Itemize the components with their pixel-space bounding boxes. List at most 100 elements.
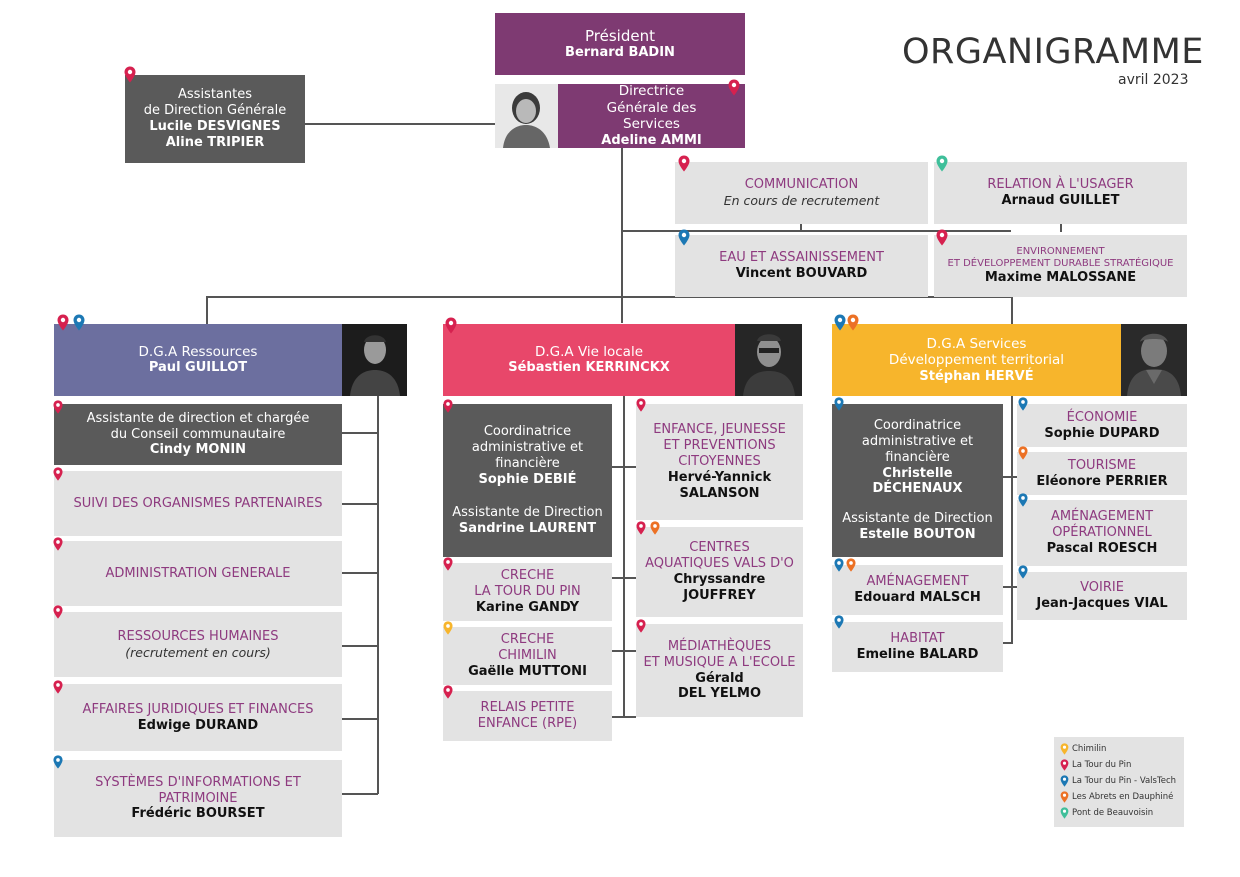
service-title: VOIRIE: [1080, 580, 1124, 596]
service-name: Gaëlle MUTTONI: [468, 663, 587, 679]
service-name: Emeline BALARD: [856, 647, 979, 662]
location-pin-icon: [636, 521, 646, 535]
enfance-jeunesse: ENFANCE, JEUNESSE ET PREVENTIONS CITOYEN…: [636, 404, 803, 520]
connector: [342, 645, 378, 647]
environnement-title: ENVIRONNEMENT: [1016, 245, 1105, 257]
coord-title: financière: [885, 449, 950, 465]
location-pin-icon: [124, 66, 136, 83]
environnement-box: ENVIRONNEMENT ET DÉVELOPPEMENT DURABLE S…: [934, 235, 1187, 297]
service-title: SUIVI DES ORGANISMES PARTENAIRES: [73, 495, 323, 511]
service-title: CENTRES: [689, 540, 750, 556]
tourisme-box: TOURISME Eléonore PERRIER: [1017, 452, 1187, 495]
connector: [342, 503, 378, 505]
location-pin-icon: [53, 537, 63, 551]
service-name: Pascal ROESCH: [1046, 540, 1158, 556]
service-administration: ADMINISTRATION GENERALE: [54, 541, 342, 606]
assistantes-name: Aline TRIPIER: [165, 134, 265, 150]
connector: [342, 572, 378, 574]
connector: [1003, 476, 1017, 478]
service-si-patrimoine: SYSTÈMES D'INFORMATIONS ET PATRIMOINE Fr…: [54, 760, 342, 837]
service-title: HABITAT: [890, 631, 945, 647]
location-pin-icon: [443, 399, 453, 413]
dga-services-title: D.G.A Services: [926, 335, 1027, 352]
dga-ressources-photo: [342, 324, 407, 396]
service-title: AMÉNAGEMENT: [1050, 509, 1154, 525]
centres-aquatiques: CENTRES AQUATIQUES VALS D'O Chryssandre …: [636, 527, 803, 617]
service-name: Frédéric BOURSET: [131, 806, 265, 822]
dgs-name: Adeline AMMI: [601, 132, 702, 148]
service-title: RELAIS PETITE: [480, 700, 575, 716]
service-title: TOURISME: [1067, 457, 1137, 473]
president-name: Bernard BADIN: [565, 45, 675, 61]
connector: [1003, 586, 1017, 588]
location-pin-icon: [53, 755, 63, 769]
services-coordination-box: Coordinatrice administrative et financiè…: [832, 404, 1003, 557]
communication-note: En cours de recrutement: [723, 193, 880, 209]
creche-chimilin: CRECHE CHIMILIN Gaëlle MUTTONI: [443, 627, 612, 685]
mediatheques: MÉDIATHÈQUES ET MUSIQUE A L'ECOLE Gérald…: [636, 624, 803, 717]
connector: [621, 230, 1011, 232]
dgs-box: Directrice Générale des Services Adeline…: [558, 83, 745, 148]
location-pin-icon: [53, 400, 63, 414]
service-title: ET PREVENTIONS: [663, 438, 776, 454]
dga-ressources-box: D.G.A Ressources Paul GUILLOT: [54, 324, 342, 396]
location-pin-icon: [936, 229, 948, 246]
dga-vie-title: D.G.A Vie locale: [534, 343, 643, 360]
location-pin-icon: [846, 558, 856, 572]
coord-title: Coordinatrice: [873, 417, 962, 433]
connector: [612, 716, 636, 718]
page-date: avril 2023: [1118, 72, 1189, 88]
assistantes-name: Lucile DESVIGNES: [149, 119, 281, 134]
legend-item: Les Abrets en Dauphiné: [1060, 789, 1178, 805]
connector: [377, 396, 379, 794]
location-pin-icon: [1060, 743, 1069, 755]
amenagement-operationnel-box: AMÉNAGEMENT OPÉRATIONNEL Pascal ROESCH: [1017, 500, 1187, 566]
legend-label: Les Abrets en Dauphiné: [1072, 792, 1174, 802]
service-title: ET MUSIQUE A L'ECOLE: [643, 654, 796, 670]
service-title: CITOYENNES: [678, 454, 761, 470]
coord-name: Christelle: [882, 465, 953, 481]
environnement-title: ET DÉVELOPPEMENT DURABLE STRATÉGIQUE: [947, 258, 1174, 270]
legend-item: Pont de Beauvoisin: [1060, 805, 1178, 821]
service-title: ENFANCE (RPE): [477, 716, 578, 731]
location-pin-icon: [53, 467, 63, 481]
location-pin-icon: [53, 680, 63, 694]
connector: [305, 123, 495, 125]
legend-label: La Tour du Pin - ValsTech: [1072, 776, 1177, 786]
location-pin-icon: [650, 521, 660, 535]
location-pin-icon: [678, 155, 690, 172]
assistantes-box: Assistantes de Direction Générale Lucile…: [125, 75, 305, 163]
assistant-title: Assistante de direction et chargée: [86, 410, 310, 426]
eau-title: EAU ET ASSAINISSEMENT: [719, 250, 884, 266]
assistantes-title: Assistantes: [178, 87, 252, 103]
dga-ressources-title: D.G.A Ressources: [138, 343, 258, 360]
location-pin-icon: [936, 155, 948, 172]
service-name: Chryssandre: [673, 572, 766, 587]
legend-item: La Tour du Pin: [1060, 757, 1178, 773]
legend-item: La Tour du Pin - ValsTech: [1060, 773, 1178, 789]
service-organismes: SUIVI DES ORGANISMES PARTENAIRES: [54, 471, 342, 536]
ressources-assistant-box: Assistante de direction et chargée du Co…: [54, 404, 342, 465]
service-name: Edwige DURAND: [137, 717, 259, 733]
service-name: Eléonore PERRIER: [1036, 473, 1168, 489]
service-name: DEL YELMO: [677, 686, 762, 702]
service-title: AMÉNAGEMENT: [866, 574, 969, 590]
communication-title: COMMUNICATION: [744, 177, 859, 193]
assistant-name: Cindy MONIN: [149, 442, 247, 458]
connector: [800, 223, 802, 232]
service-name: Karine GANDY: [475, 599, 580, 615]
coord-title: financière: [495, 455, 560, 471]
dgs-title: Directrice Générale des Services: [606, 83, 697, 133]
assistant-title: du Conseil communautaire: [110, 426, 286, 442]
economie-box: ÉCONOMIE Sophie DUPARD: [1017, 404, 1187, 447]
service-title: AQUATIQUES VALS D'O: [645, 556, 794, 572]
service-rh: RESSOURCES HUMAINES (recrutement en cour…: [54, 612, 342, 677]
dga-services-photo: [1121, 324, 1187, 396]
service-name: Gérald: [695, 670, 744, 686]
voirie-box: VOIRIE Jean-Jacques VIAL: [1017, 572, 1187, 620]
location-pin-icon: [1060, 759, 1069, 771]
location-pin-icon: [445, 317, 457, 334]
service-title: ADMINISTRATION GENERALE: [105, 565, 291, 581]
location-pin-icon: [834, 314, 846, 331]
coord-title: Coordinatrice: [483, 423, 572, 439]
